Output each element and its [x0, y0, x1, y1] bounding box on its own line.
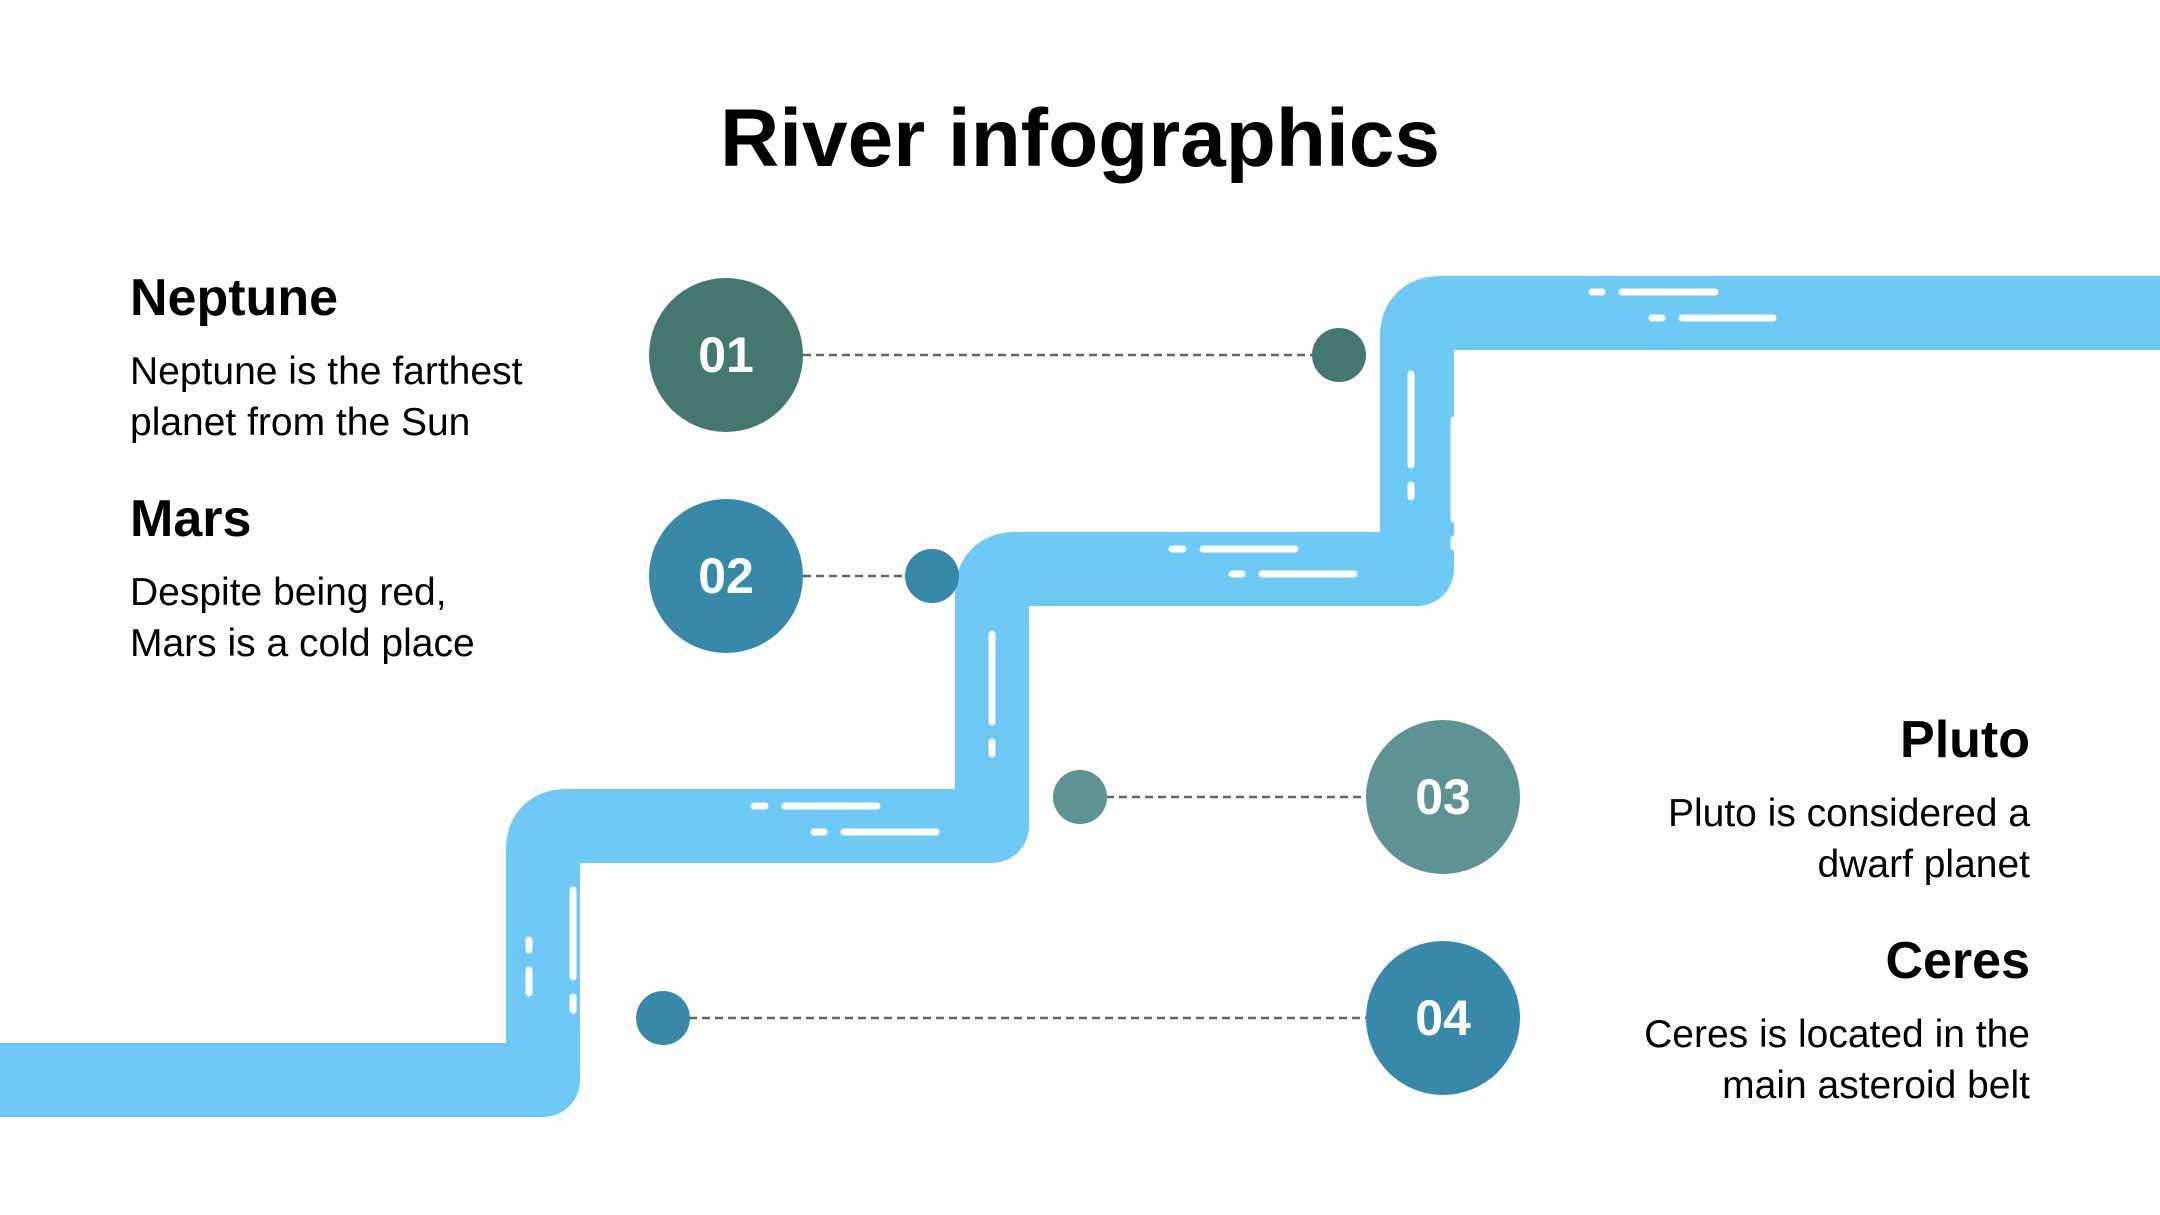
- river-streaks: [525, 288, 1777, 1064]
- anchor-dot-01: [1312, 328, 1366, 382]
- slide-title: River infographics: [720, 93, 1440, 184]
- item-title-pluto: Pluto: [1900, 711, 2030, 769]
- item-desc-mars: Despite being red, Mars is a cold place: [130, 571, 475, 665]
- badge-04: 04: [1366, 941, 1520, 1095]
- item-desc-pluto: Pluto is considered a dwarf planet: [1667, 792, 2030, 886]
- badge-01: 01: [649, 278, 803, 432]
- item-title-ceres: Ceres: [1885, 932, 2030, 990]
- badge-03: 03: [1366, 720, 1520, 874]
- river-path: [0, 276, 2160, 1117]
- anchor-dot-02: [905, 549, 959, 603]
- item-desc-neptune: Neptune is the farthest planet from the …: [130, 350, 523, 444]
- item-desc-ceres: Ceres is located in the main asteroid be…: [1644, 1013, 2030, 1107]
- anchor-dot-04: [636, 991, 690, 1045]
- item-title-mars: Mars: [130, 490, 252, 548]
- badge-02: 02: [649, 499, 803, 653]
- anchor-dot-03: [1053, 770, 1107, 824]
- item-title-neptune: Neptune: [130, 269, 338, 327]
